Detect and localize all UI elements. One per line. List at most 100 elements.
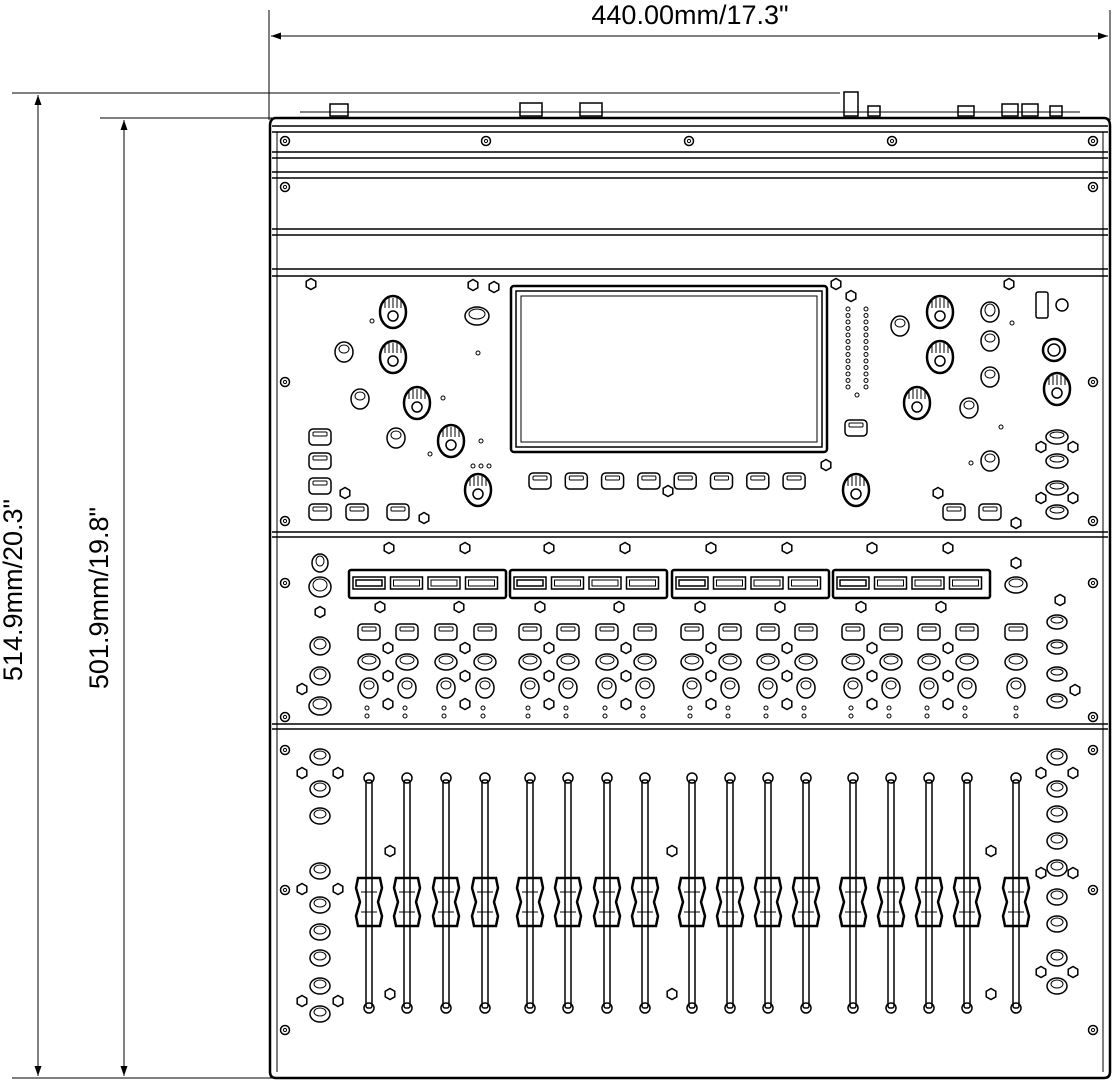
round-button[interactable] bbox=[1046, 748, 1068, 766]
channel-fader[interactable] bbox=[630, 772, 660, 1014]
push-button[interactable] bbox=[357, 623, 381, 641]
push-button[interactable] bbox=[879, 623, 903, 641]
rotary-knob[interactable] bbox=[1042, 371, 1072, 407]
push-button[interactable] bbox=[978, 503, 1002, 521]
push-button[interactable] bbox=[955, 623, 979, 641]
round-button[interactable] bbox=[309, 862, 331, 880]
channel-fader[interactable] bbox=[876, 772, 906, 1014]
push-button[interactable] bbox=[709, 472, 734, 490]
push-button[interactable] bbox=[308, 477, 332, 495]
round-button[interactable] bbox=[1045, 480, 1069, 496]
push-button[interactable] bbox=[308, 428, 332, 446]
round-button[interactable] bbox=[1046, 859, 1068, 877]
encoder-knob[interactable] bbox=[919, 677, 939, 699]
channel-fader[interactable] bbox=[553, 772, 583, 1014]
round-button[interactable] bbox=[309, 807, 331, 825]
encoder-knob[interactable] bbox=[720, 677, 740, 699]
push-button[interactable] bbox=[756, 623, 780, 641]
push-button[interactable] bbox=[386, 503, 410, 521]
encoder-knob[interactable] bbox=[1006, 677, 1026, 699]
round-button[interactable] bbox=[633, 653, 657, 671]
channel-fader[interactable] bbox=[470, 772, 500, 1014]
rotary-knob[interactable] bbox=[925, 294, 955, 330]
channel-fader[interactable] bbox=[354, 772, 384, 1014]
encoder-knob[interactable] bbox=[436, 677, 456, 699]
rotary-knob[interactable] bbox=[378, 294, 408, 330]
push-button[interactable] bbox=[680, 623, 704, 641]
channel-fader[interactable] bbox=[677, 772, 707, 1014]
round-button[interactable] bbox=[309, 896, 331, 914]
round-button[interactable] bbox=[1046, 639, 1068, 655]
round-button[interactable] bbox=[464, 306, 490, 326]
round-button[interactable] bbox=[879, 653, 903, 671]
round-button[interactable] bbox=[309, 748, 331, 766]
encoder-knob[interactable] bbox=[334, 341, 354, 363]
round-button[interactable] bbox=[308, 696, 332, 716]
round-button[interactable] bbox=[1046, 915, 1068, 933]
rotary-knob[interactable] bbox=[436, 423, 466, 459]
round-button[interactable] bbox=[718, 653, 742, 671]
rotary-knob[interactable] bbox=[402, 385, 432, 421]
round-button[interactable] bbox=[395, 653, 419, 671]
encoder-knob[interactable] bbox=[980, 366, 1000, 388]
encoder-knob[interactable] bbox=[397, 677, 417, 699]
round-button[interactable] bbox=[841, 653, 865, 671]
round-button[interactable] bbox=[434, 653, 458, 671]
round-button[interactable] bbox=[955, 653, 979, 671]
push-button[interactable] bbox=[595, 623, 619, 641]
push-button[interactable] bbox=[718, 623, 742, 641]
push-button[interactable] bbox=[528, 472, 552, 490]
round-button[interactable] bbox=[1046, 666, 1068, 682]
rotary-knob[interactable] bbox=[463, 472, 493, 508]
round-button[interactable] bbox=[1046, 888, 1068, 906]
round-button[interactable] bbox=[473, 653, 497, 671]
round-button[interactable] bbox=[309, 666, 331, 686]
round-button[interactable] bbox=[309, 949, 331, 967]
push-button[interactable] bbox=[633, 623, 657, 641]
encoder-knob[interactable] bbox=[890, 315, 910, 337]
channel-fader[interactable] bbox=[914, 772, 944, 1014]
round-button[interactable] bbox=[980, 301, 1000, 323]
round-button[interactable] bbox=[309, 923, 331, 941]
encoder-knob[interactable] bbox=[682, 677, 702, 699]
round-button[interactable] bbox=[595, 653, 619, 671]
round-button[interactable] bbox=[309, 780, 331, 798]
round-button[interactable] bbox=[1046, 805, 1068, 823]
round-button[interactable] bbox=[309, 977, 331, 995]
round-button[interactable] bbox=[1046, 832, 1068, 850]
push-button[interactable] bbox=[345, 503, 369, 521]
encoder-knob[interactable] bbox=[386, 427, 406, 449]
push-button[interactable] bbox=[473, 623, 497, 641]
channel-fader[interactable] bbox=[592, 772, 622, 1014]
encoder-knob[interactable] bbox=[520, 677, 540, 699]
encoder-knob[interactable] bbox=[843, 677, 863, 699]
rotary-knob[interactable] bbox=[378, 339, 408, 375]
round-button[interactable] bbox=[1046, 949, 1068, 967]
channel-fader[interactable] bbox=[838, 772, 868, 1014]
round-button[interactable] bbox=[1046, 614, 1068, 630]
encoder-knob[interactable] bbox=[350, 388, 370, 410]
channel-fader[interactable] bbox=[392, 772, 422, 1014]
round-button[interactable] bbox=[357, 653, 381, 671]
round-button[interactable] bbox=[518, 653, 542, 671]
encoder-knob[interactable] bbox=[881, 677, 901, 699]
push-button[interactable] bbox=[746, 472, 770, 490]
round-button[interactable] bbox=[756, 653, 780, 671]
push-button[interactable] bbox=[556, 623, 580, 641]
channel-fader[interactable] bbox=[952, 772, 982, 1014]
push-button[interactable] bbox=[673, 472, 697, 490]
push-button[interactable] bbox=[841, 623, 865, 641]
push-button[interactable] bbox=[942, 503, 966, 521]
channel-fader[interactable] bbox=[1001, 772, 1031, 1014]
push-button[interactable] bbox=[308, 503, 332, 521]
round-button[interactable] bbox=[1004, 576, 1028, 594]
round-button[interactable] bbox=[309, 636, 331, 656]
round-button[interactable] bbox=[1046, 977, 1068, 995]
encoder-knob[interactable] bbox=[959, 397, 979, 419]
push-button[interactable] bbox=[794, 623, 818, 641]
rotary-knob[interactable] bbox=[925, 339, 955, 375]
round-button[interactable] bbox=[794, 653, 818, 671]
push-button[interactable] bbox=[518, 623, 542, 641]
push-button[interactable] bbox=[782, 472, 806, 490]
round-button[interactable] bbox=[917, 653, 941, 671]
